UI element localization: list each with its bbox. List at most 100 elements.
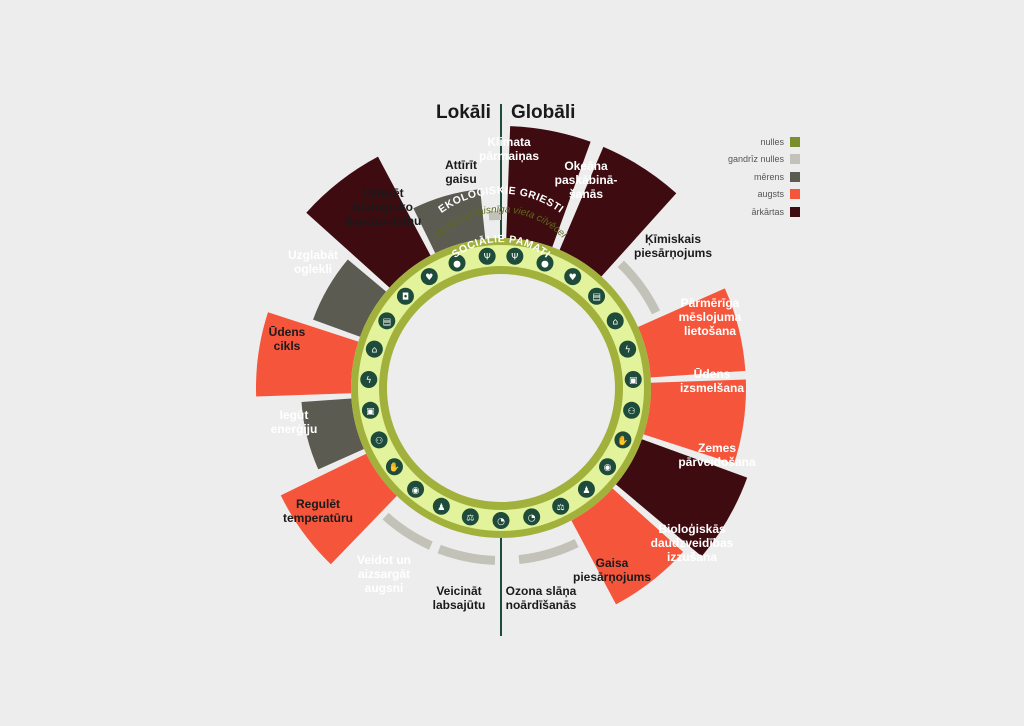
outer-wedge-9 xyxy=(382,512,433,550)
svg-text:▣: ▣ xyxy=(629,376,638,386)
legend-item-0: nulles xyxy=(700,133,800,151)
legend-label: gandrīz nulles xyxy=(727,154,784,165)
outer-label-14: Uzglabāt oglekli xyxy=(287,248,338,276)
legend-swatch xyxy=(790,206,800,217)
outer-label-3: Pārmērīga mēslojuma lietošana xyxy=(678,296,742,338)
outer-wedge-1 xyxy=(559,146,677,277)
book-icon: ▤ xyxy=(378,312,396,330)
svg-text:◘: ◘ xyxy=(402,293,409,303)
outer-label-16: Attīrīt gaisu xyxy=(445,158,477,186)
outer-label-8: Ozona slāņa noārdīšanās xyxy=(505,584,577,612)
house-icon: ⌂ xyxy=(365,340,383,358)
svg-text:⚇: ⚇ xyxy=(628,407,636,417)
outer-wedge-0 xyxy=(506,126,591,248)
svg-text:●: ● xyxy=(541,260,549,270)
outer-label-11: Regulēt temperatūru xyxy=(282,497,353,525)
family-icon: ♟ xyxy=(432,497,450,515)
outer-wedge-15 xyxy=(413,189,486,254)
handshake-icon: ✋ xyxy=(385,458,403,476)
svg-text:⌂: ⌂ xyxy=(612,317,618,327)
plug-icon: ϟ xyxy=(360,370,378,388)
people-icon: ⚇ xyxy=(623,401,641,419)
svg-text:◔: ◔ xyxy=(528,513,536,523)
outer-wedge-3 xyxy=(638,288,746,378)
svg-text:✋: ✋ xyxy=(389,461,400,473)
svg-text:♥: ♥ xyxy=(425,273,433,283)
megaphone-icon: ◉ xyxy=(599,458,617,476)
svg-text:▤: ▤ xyxy=(592,293,601,303)
svg-text:♥: ♥ xyxy=(569,273,577,283)
handshake-icon: ✋ xyxy=(614,431,632,449)
outer-label-13: Ūdens cikls xyxy=(268,325,306,353)
outer-wedge-13 xyxy=(313,259,387,337)
outer-wedge-12 xyxy=(256,312,359,397)
svg-text:▤: ▤ xyxy=(383,317,392,327)
heading-global: Globāli xyxy=(511,102,576,123)
speech-bubble-icon: ◔ xyxy=(523,508,541,526)
legend-swatch xyxy=(790,154,800,165)
svg-text:●: ● xyxy=(453,260,461,270)
outer-label-2: Ķīmiskais piesārņojums xyxy=(633,232,713,260)
house-icon: ⌂ xyxy=(606,312,624,330)
outer-wedge-4 xyxy=(643,379,746,464)
briefcase-icon: ▣ xyxy=(624,370,642,388)
svg-text:ϟ: ϟ xyxy=(625,346,631,356)
gavel-icon: ⚖ xyxy=(552,497,570,515)
doughnut-ring xyxy=(351,238,651,538)
outer-label-4: Ūdens izsmelšana xyxy=(679,367,745,395)
heart-icon: ♥ xyxy=(420,268,438,286)
svg-text:⚖: ⚖ xyxy=(557,503,565,513)
ring-hole xyxy=(387,274,615,502)
bus-icon: ◘ xyxy=(396,287,414,305)
legend-label: augsts xyxy=(757,189,784,200)
outer-label-7: Gaisa piesārņojums xyxy=(572,556,652,584)
megaphone-icon: ◉ xyxy=(407,480,425,498)
briefcase-icon: ▣ xyxy=(361,401,379,419)
outer-label-6: Bioloģiskās daudzveidības izzušana xyxy=(650,522,734,564)
svg-text:✋: ✋ xyxy=(617,434,628,446)
outer-wedge-16 xyxy=(488,211,501,221)
outer-wedge-11 xyxy=(301,398,364,470)
plug-icon: ϟ xyxy=(619,340,637,358)
outer-wedge-7 xyxy=(518,538,579,565)
outer-label-1: Okeāna paskābinā- šanās xyxy=(554,159,618,201)
outer-wedge-5 xyxy=(615,439,748,557)
outer-wedge-2 xyxy=(617,260,661,315)
water-drop-icon: ● xyxy=(448,254,466,272)
svg-text:♟: ♟ xyxy=(582,486,590,496)
book-icon: ▤ xyxy=(588,287,606,305)
outer-label-15: Uzturēt bioloģisko daudzveidību xyxy=(344,186,422,228)
gavel-icon: ⚖ xyxy=(461,508,479,526)
outer-label-12: Iegūt enerģiju xyxy=(270,408,318,436)
outer-wedge-8 xyxy=(437,544,496,565)
outer-wedge-6 xyxy=(571,488,684,605)
svg-text:⌂: ⌂ xyxy=(371,346,377,356)
social-icons: Ψ ● ♥ ▤ ⌂ ϟ ▣ ⚇ ✋ ◉ ♟ ⚖ ◔ ◔ ⚖ ♟ ◉ ✋ ⚇ ▣ ϟ ⌂ ▤ ◘ ♥ ● Ψ xyxy=(360,247,642,529)
svg-text:⚖: ⚖ xyxy=(466,513,474,523)
legend-item-1: gandrīz nulles xyxy=(700,151,800,169)
outer-wedge-10 xyxy=(280,453,397,565)
legend-swatch xyxy=(790,171,800,182)
outer-label-5: Zemes pārveidošana xyxy=(678,441,756,469)
family-icon: ♟ xyxy=(577,480,595,498)
utensils-icon: Ψ xyxy=(478,247,496,265)
legend-item-4: ārkārtas xyxy=(700,203,800,221)
svg-text:Ψ: Ψ xyxy=(484,253,491,263)
svg-text:♟: ♟ xyxy=(437,503,445,513)
svg-text:⚇: ⚇ xyxy=(375,436,383,446)
outer-label-10: Veidot un aizsargāt augsni xyxy=(357,553,411,595)
water-drop-icon: ● xyxy=(536,254,554,272)
legend-item-3: augsts xyxy=(700,186,800,204)
svg-text:◔: ◔ xyxy=(497,517,505,527)
outer-label-0: Klimata pārmaiņas xyxy=(478,135,540,163)
utensils-icon: Ψ xyxy=(506,247,524,265)
legend: nulles gandrīz nulles mērens augsts ārkārtas xyxy=(700,133,800,221)
svg-text:▣: ▣ xyxy=(366,407,375,417)
heart-icon: ♥ xyxy=(564,268,582,286)
heading-local: Lokāli xyxy=(436,102,491,123)
legend-label: mērens xyxy=(753,171,784,182)
outer-wedge-14 xyxy=(306,156,431,288)
outer-wedges xyxy=(256,126,748,605)
svg-text:◉: ◉ xyxy=(604,463,612,473)
